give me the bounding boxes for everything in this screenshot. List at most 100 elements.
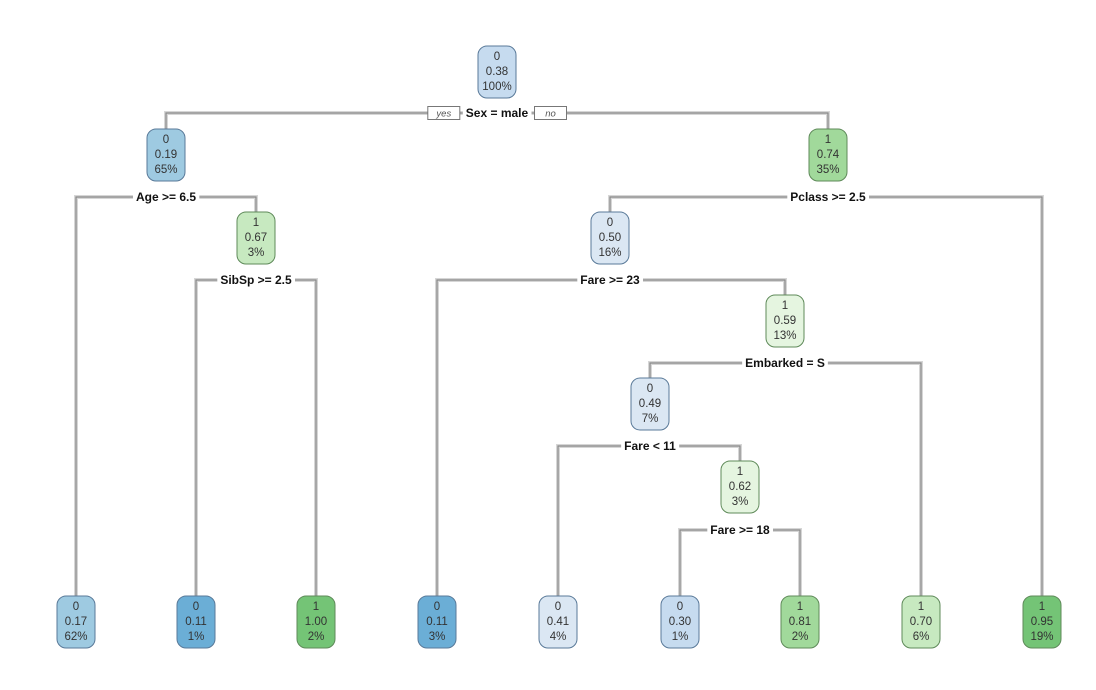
node-probability-label: 0.70 [910,616,932,628]
tree-node-box [176,595,216,649]
node-class-label: 1 [1039,601,1045,613]
node-percent-label: 1% [672,631,689,643]
split-condition-label: SibSp >= 2.5 [220,273,292,287]
tree-edge [195,279,317,596]
node-probability-label: 0.49 [639,398,661,410]
node-probability-label: 0.41 [547,616,569,628]
split-label-background [787,189,870,205]
split-condition-label: Sex = male [466,106,529,120]
tree-node: 1 0.95 19% [1022,595,1062,649]
node-probability-label: 0.30 [669,616,691,628]
split-condition: Embarked = S [742,355,828,371]
tree-node-box [477,45,517,99]
node-probability-label: 0.11 [426,616,448,628]
tree-node: 10.673% [236,211,276,265]
node-probability-label: 0.50 [599,232,621,244]
node-class-label: 0 [73,601,79,613]
tree-edge [557,445,741,596]
split-condition-label: Embarked = S [745,356,825,370]
tree-edge [649,362,922,596]
node-class-label: 0 [677,601,683,613]
tree-node-box [146,128,186,182]
split-condition-label: Fare >= 18 [710,523,770,537]
tree-edge-halo [74,195,258,596]
node-class-label: 0 [434,601,440,613]
tree-node-box [901,595,941,649]
split-label-background [577,272,644,288]
node-class-label: 1 [782,300,788,312]
node-percent-label: 13% [773,330,796,342]
tree-edge-halo [435,278,787,596]
tree-node: 11.002% [296,595,336,649]
tree-node: 00.111% [176,595,216,649]
node-class-label: 0 [494,51,500,63]
split-condition-label: Pclass >= 2.5 [790,190,866,204]
split-condition-label: Fare < 11 [624,439,676,453]
branch-label-text: yes [435,109,451,120]
tree-node: 0 0.11 3% [417,595,457,649]
tree-edge [609,196,1043,596]
node-probability-label: 0.67 [245,232,267,244]
split-condition: Age >= 6.5 [132,189,200,205]
split-label-background [742,355,828,371]
node-percent-label: 100% [482,81,511,93]
split-label-background [707,522,774,538]
node-probability-label: 0.38 [486,66,508,78]
tree-node-box [660,595,700,649]
branch-label-box [427,106,461,120]
node-percent-label: 1% [188,631,205,643]
split-condition: Fare < 11 [621,438,680,454]
split-condition: Fare >= 23 [577,272,644,288]
node-percent-label: 7% [642,413,659,425]
node-percent-label: 19% [1030,631,1053,643]
tree-node: 0 0.17 62% [56,595,96,649]
node-class-label: 1 [737,466,743,478]
tree-node-box [56,595,96,649]
node-percent-label: 2% [792,631,809,643]
tree-edge [679,529,801,596]
tree-edge [75,196,257,596]
tree-node: 0 0.30 1% [660,595,700,649]
node-percent-label: 3% [429,631,446,643]
tree-edge [436,279,786,596]
tree-node: 0 0.49 7% [630,377,670,431]
node-class-label: 0 [163,134,169,146]
split-condition-label: Age >= 6.5 [136,190,196,204]
tree-node-box [720,460,760,514]
tree-node-box [590,211,630,265]
node-class-label: 0 [647,383,653,395]
node-percent-label: 3% [248,247,265,259]
node-percent-label: 2% [308,631,325,643]
tree-node-box [765,294,805,348]
split-condition-label: Fare >= 23 [580,273,640,287]
split-label-background [462,105,532,121]
tree-edge-halo [608,195,1044,596]
tree-node-box [538,595,578,649]
tree-node-box [296,595,336,649]
split-condition: Sex = male [462,105,532,121]
node-probability-label: 0.81 [789,616,811,628]
node-class-label: 1 [918,601,924,613]
split-label-background [621,438,680,454]
node-percent-label: 35% [816,164,839,176]
tree-edge-halo [678,528,802,596]
node-probability-label: 0.17 [65,616,87,628]
tree-node-box [630,377,670,431]
tree-edges [74,111,1044,596]
node-probability-label: 0.62 [729,481,751,493]
branch-label-text: no [545,109,556,120]
node-percent-label: 16% [598,247,621,259]
node-probability-label: 0.11 [185,616,207,628]
node-probability-label: 0.19 [155,149,177,161]
split-label-background [217,272,296,288]
yes-branch-label: yes [427,106,461,120]
node-probability-label: 0.95 [1031,616,1053,628]
node-percent-label: 62% [64,631,87,643]
node-probability-label: 0.59 [774,315,796,327]
node-class-label: 0 [555,601,561,613]
